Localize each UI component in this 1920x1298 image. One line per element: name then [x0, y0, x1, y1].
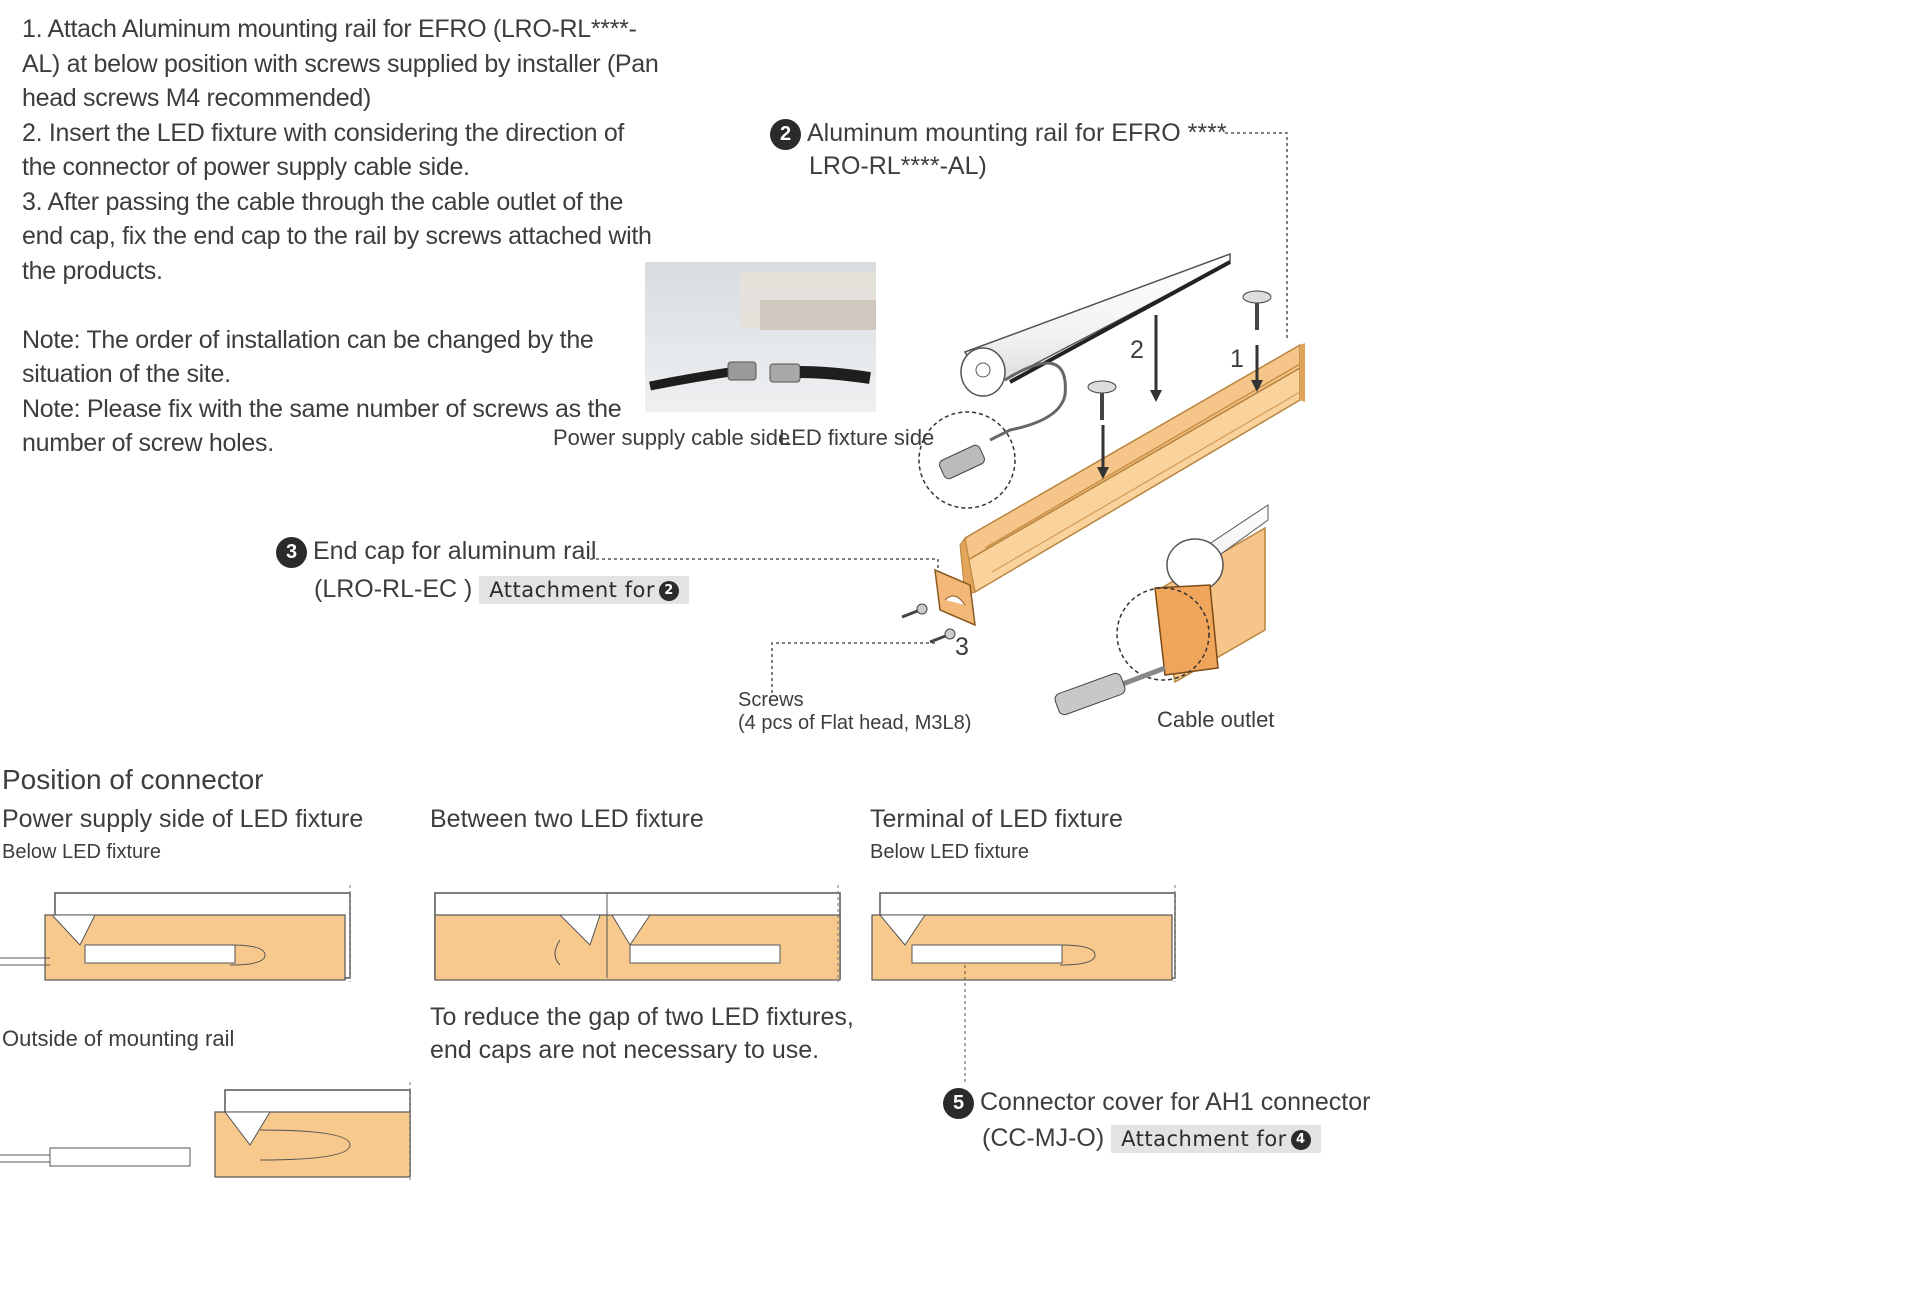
insertion-arrows	[1097, 315, 1263, 479]
instruction-line: 3. After passing the cable through the c…	[22, 187, 624, 216]
callout-cover-line2: (CC-MJ-O)	[982, 1124, 1105, 1152]
callout-endcap-line2: (LRO-RL-EC )	[314, 575, 473, 603]
cable-outlet-label: Cable outlet	[1157, 707, 1275, 732]
instruction-line: AL) at below position with screws suppli…	[22, 49, 659, 78]
gap-note-line1: To reduce the gap of two LED fixtures,	[430, 1003, 854, 1031]
connector-diagram-outside-rail	[0, 1082, 411, 1180]
callout-rail-line2: LRO-RL****-AL)	[809, 152, 987, 180]
instruction-line: situation of the site.	[22, 360, 231, 388]
step-number-1: 1	[1230, 345, 1244, 373]
instruction-line: number of screw holes.	[22, 429, 274, 457]
aluminum-rail-illustration	[959, 343, 1305, 597]
step-number-2: 2	[1130, 336, 1144, 364]
attachment-text: Attachment for	[489, 578, 655, 603]
callout-number-badge: 5	[943, 1088, 974, 1119]
cable-outlet-illustration	[1054, 504, 1269, 716]
instruction-line: head screws M4 recommended)	[22, 84, 371, 112]
position-section-title: Position of connector	[2, 764, 264, 795]
instruction-line: end cap, fix the end cap to the rail by …	[22, 222, 652, 250]
attachment-text: Attachment for	[1121, 1127, 1287, 1152]
callout-endcap-line1: End cap for aluminum rail	[313, 537, 597, 566]
instruction-line: Note: The order of installation can be c…	[22, 325, 594, 354]
col1-title: Power supply side of LED fixture	[2, 805, 364, 833]
col1-subtitle: Below LED fixture	[2, 841, 161, 863]
attachment-ref-badge: 2	[658, 581, 679, 602]
screws-spec-label: (4 pcs of Flat head, M3L8)	[738, 712, 972, 734]
end-cap-illustration	[934, 568, 976, 627]
step-number-3: 3	[955, 633, 969, 661]
led-fixture-side-label: LED fixture side	[779, 425, 935, 450]
instruction-line: the connector of power supply cable side…	[22, 153, 470, 181]
callout-rail-line1: Aluminum mounting rail for EFRO ****	[807, 119, 1227, 148]
connector-diagram-power-side	[0, 885, 351, 982]
connector-photo	[645, 262, 876, 412]
instruction-line: Note: Please fix with the same number of…	[22, 394, 622, 423]
instruction-line: 2. Insert the LED fixture with consideri…	[22, 118, 625, 147]
outside-rail-title: Outside of mounting rail	[2, 1026, 235, 1051]
connector-diagram-terminal	[871, 885, 1176, 1085]
col3-subtitle: Below LED fixture	[870, 841, 1029, 863]
callout-number-badge: 2	[770, 119, 801, 150]
col3-title: Terminal of LED fixture	[870, 805, 1123, 833]
gap-note-line2: end caps are not necessary to use.	[430, 1036, 820, 1064]
instruction-line: the products.	[22, 256, 163, 285]
callout-number-badge: 3	[276, 537, 307, 568]
col2-title: Between two LED fixture	[430, 805, 704, 833]
attachment-ref-badge: 4	[1290, 1130, 1311, 1151]
connector-diagram-between-fixtures	[434, 885, 841, 982]
led-fixture-illustration	[918, 252, 1231, 509]
screw-icon	[901, 290, 1272, 644]
instruction-line: 1. Attach Aluminum mounting rail for EFR…	[22, 15, 637, 43]
callout-cover-line1: Connector cover for AH1 connector	[980, 1088, 1371, 1117]
power-supply-cable-side-label: Power supply cable side	[553, 425, 791, 450]
installation-instructions: 1. Attach Aluminum mounting rail for EFR…	[22, 12, 659, 461]
screws-label: Screws	[738, 689, 804, 711]
